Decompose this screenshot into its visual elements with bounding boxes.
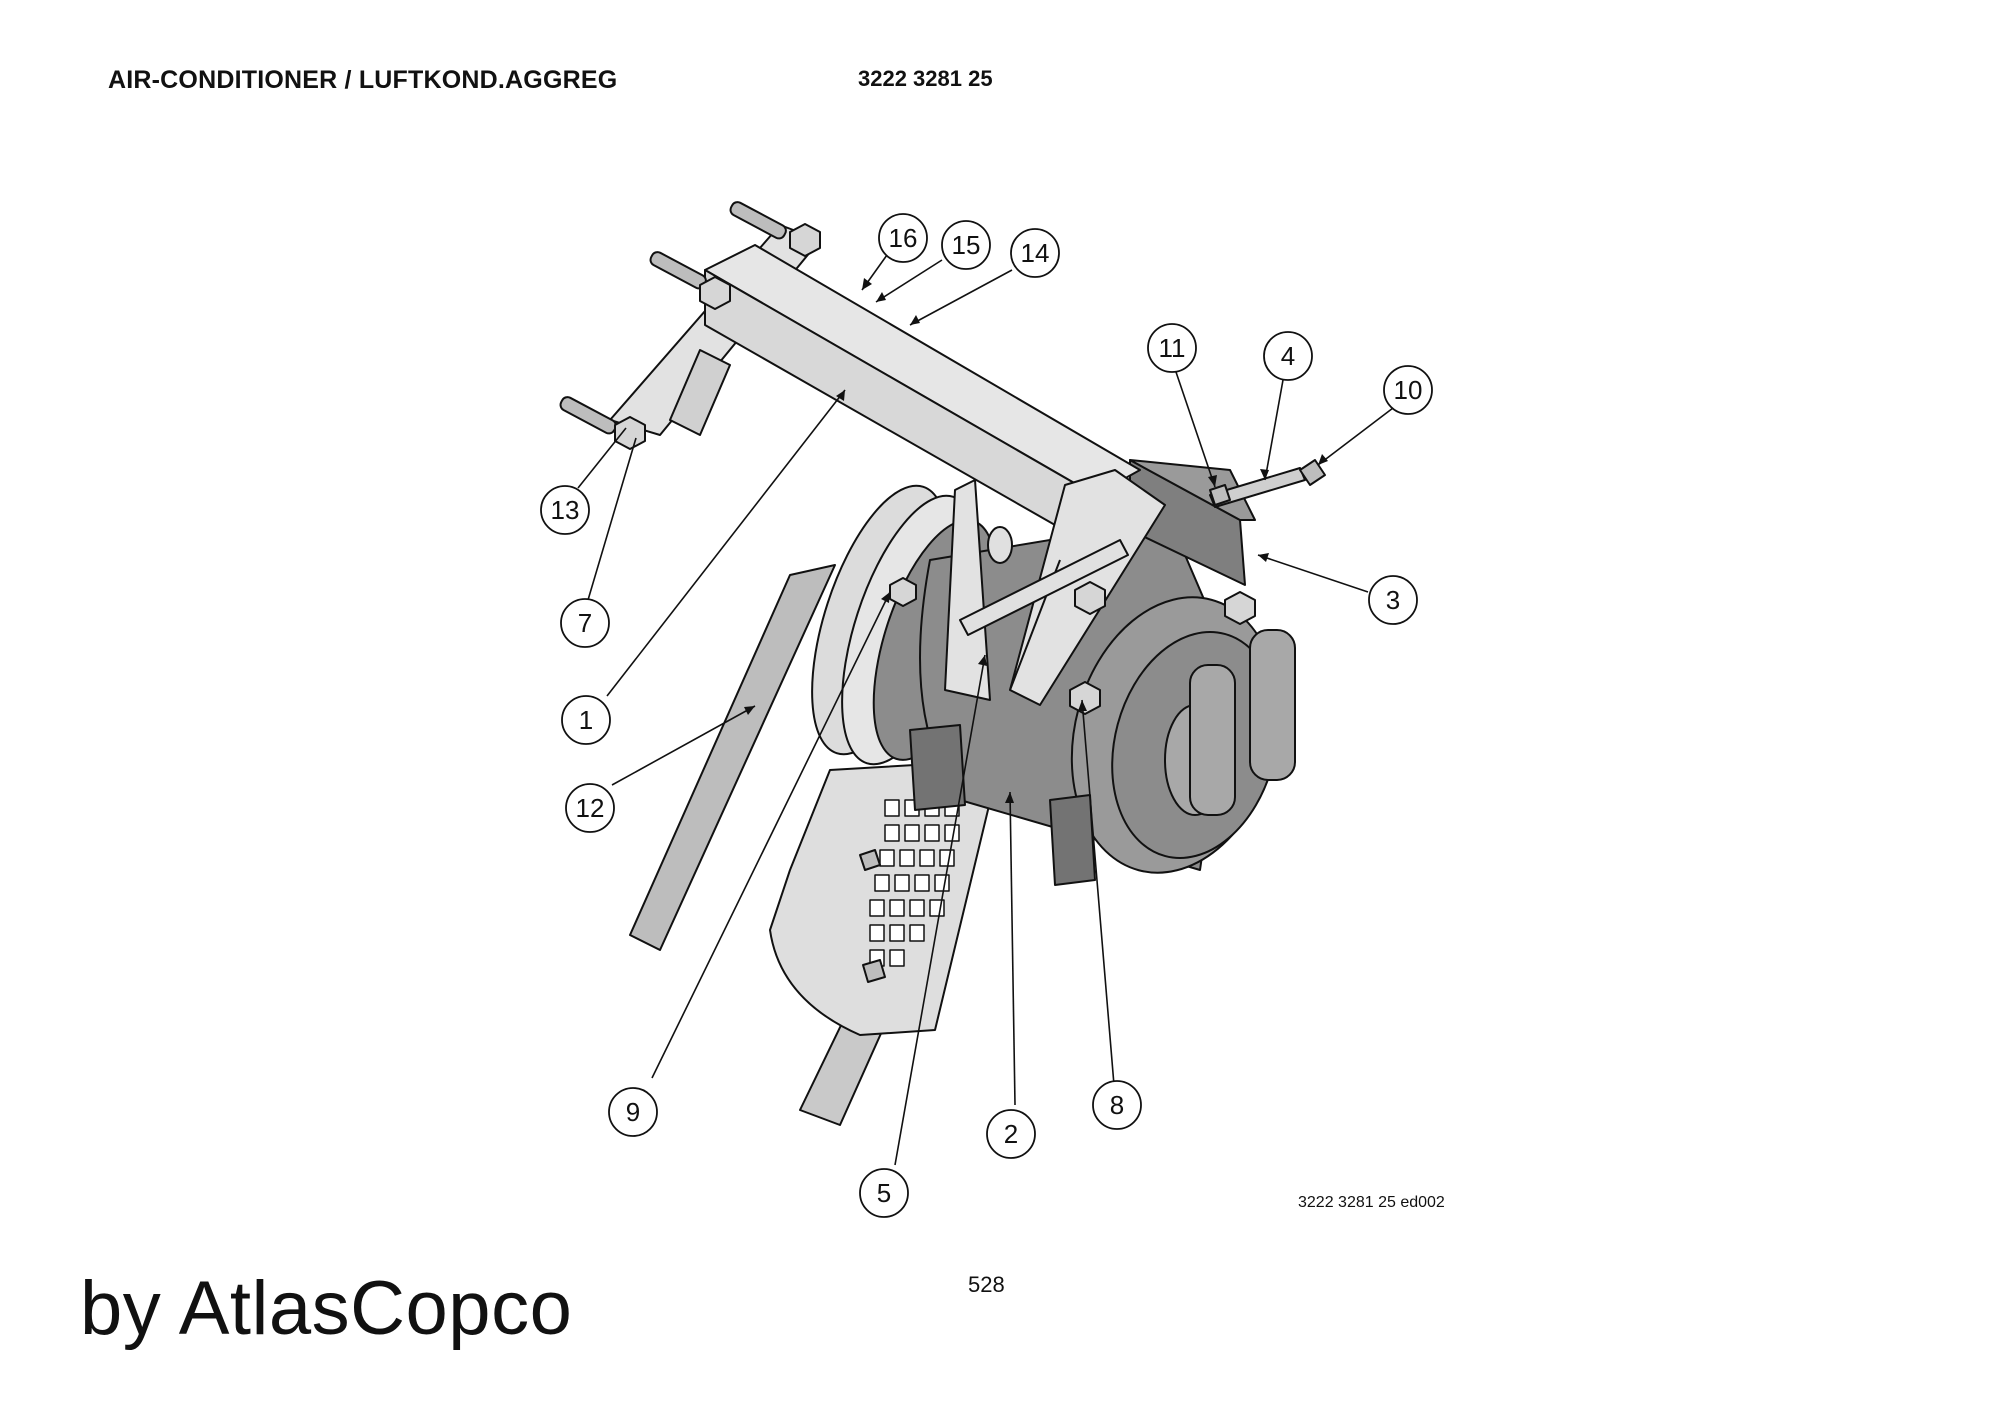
leader-lines bbox=[577, 254, 1394, 1166]
callout-7: 7 bbox=[578, 608, 592, 638]
adjusting-rod bbox=[1209, 459, 1326, 508]
callout-circles bbox=[540, 213, 1433, 1218]
callout-9: 9 bbox=[626, 1097, 640, 1127]
callout-8: 8 bbox=[1110, 1090, 1124, 1120]
callout-13: 13 bbox=[551, 495, 580, 525]
nuts bbox=[614, 223, 1256, 715]
callout-4: 4 bbox=[1281, 341, 1295, 371]
callout-12: 12 bbox=[576, 793, 605, 823]
callout-11: 11 bbox=[1159, 333, 1186, 363]
drawing-reference: 3222 3281 25 ed002 bbox=[1298, 1194, 1445, 1211]
callout-15: 15 bbox=[952, 230, 981, 260]
mounting-bracket bbox=[609, 224, 1166, 706]
callout-labels: 16 15 14 11 4 10 13 7 3 1 12 9 2 8 5 bbox=[551, 223, 1423, 1208]
callout-14: 14 bbox=[1021, 238, 1050, 268]
brand-footer: by AtlasCopco bbox=[80, 1266, 573, 1351]
callout-5: 5 bbox=[877, 1178, 891, 1208]
belt-guard bbox=[769, 759, 1001, 1036]
callout-3: 3 bbox=[1386, 585, 1400, 615]
pivot-bolt bbox=[959, 526, 1129, 636]
leader-arrowheads bbox=[744, 278, 1328, 803]
callout-16: 16 bbox=[889, 223, 918, 253]
page-number: 528 bbox=[968, 1272, 1005, 1297]
callout-1: 1 bbox=[579, 705, 593, 735]
callout-2: 2 bbox=[1004, 1119, 1018, 1149]
part-number: 3222 3281 25 bbox=[858, 66, 993, 91]
callout-10: 10 bbox=[1394, 375, 1423, 405]
page-title: AIR-CONDITIONER / LUFTKOND.AGGREG bbox=[108, 66, 618, 94]
